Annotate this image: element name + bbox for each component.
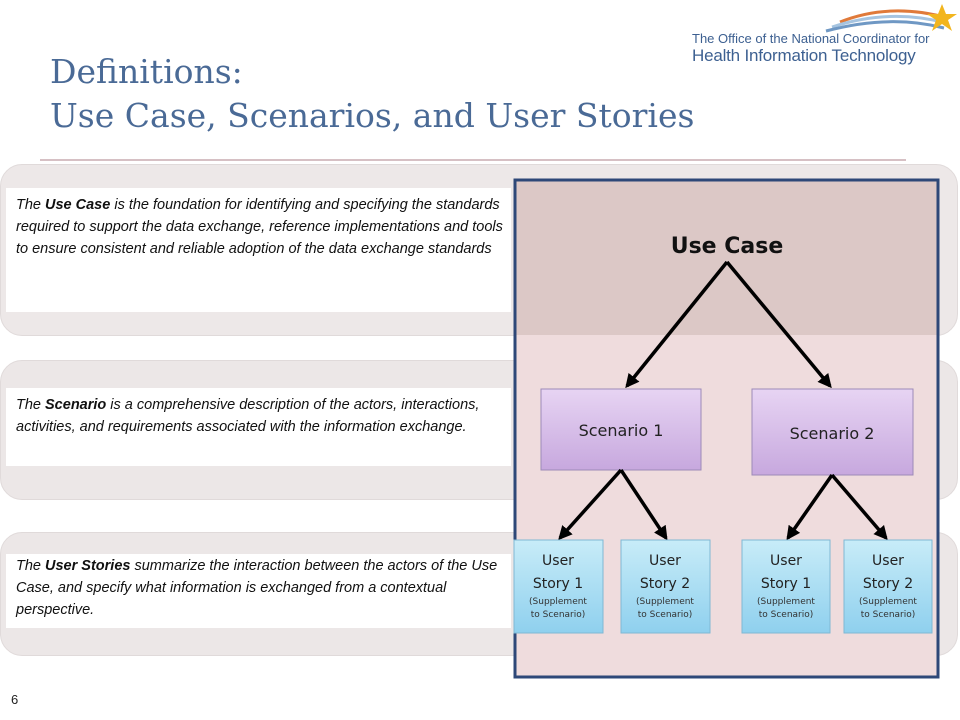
story-supplement: (Supplement: [859, 597, 917, 607]
story-box-s1-2: User Story 2 (Supplement to Scenario): [620, 539, 711, 634]
scenario1-label: Scenario 1: [579, 421, 664, 440]
slide-title-line2: Use Case, Scenarios, and User Stories: [50, 96, 695, 135]
scenario-definition: The Scenario is a comprehensive descript…: [6, 388, 511, 466]
logo-line2: Health Information Technology: [692, 46, 916, 65]
onc-logo-arcs: [825, 4, 957, 33]
slide-title: Definitions: Use Case, Scenarios, and Us…: [50, 50, 694, 138]
story-line2: Story 1: [761, 576, 811, 592]
logo-line1: The Office of the National Coordinator f…: [692, 31, 930, 46]
story-line2: Story 2: [640, 576, 690, 592]
use-case-definition: The Use Case is the foundation for ident…: [6, 188, 511, 312]
story-supplement: (Supplement: [757, 597, 815, 607]
definition-prefix: The: [16, 397, 46, 413]
user-stories-definition: The User Stories summarize the interacti…: [6, 554, 511, 628]
use-case-label: Use Case: [671, 234, 784, 259]
story-line2: Story 2: [863, 576, 913, 592]
story-line1: User: [872, 553, 904, 569]
story-supplement: (Supplement: [636, 597, 694, 607]
story-line2: Story 1: [533, 576, 583, 592]
slide-title-line1: Definitions:: [50, 52, 243, 91]
diagram-panel-upper: [515, 180, 938, 335]
arrow-scenario2-story1: [786, 473, 834, 541]
title-divider: [40, 159, 906, 161]
scenario1-box: [540, 388, 702, 471]
definition-text: summarize the interaction between the ac…: [16, 558, 498, 618]
definition-text: is the foundation for identifying and sp…: [16, 197, 503, 257]
definition-term: Scenario: [45, 397, 107, 413]
story-line1: User: [542, 553, 574, 569]
story-supplement: (Supplement: [529, 597, 587, 607]
definition-text: is a comprehensive description of the ac…: [16, 397, 480, 435]
story-supplement: to Scenario): [638, 610, 693, 620]
arrow-scenario1-story1: [558, 468, 623, 541]
star-icon: [927, 4, 957, 31]
diagram-border: [513, 178, 940, 679]
story-box-s2-1: User Story 1 (Supplement to Scenario): [741, 539, 831, 634]
arrow-scenario2-story2: [830, 473, 888, 541]
definition-prefix: The: [16, 558, 46, 574]
definition-term: Use Case: [45, 197, 111, 213]
arrow-usecase-scenario1: [625, 260, 729, 389]
scenario2-label: Scenario 2: [790, 424, 875, 443]
story-line1: User: [770, 553, 802, 569]
definition-prefix: The: [16, 197, 46, 213]
story-line1: User: [649, 553, 681, 569]
story-box-s2-2: User Story 2 (Supplement to Scenario): [843, 539, 933, 634]
definition-term: User Stories: [45, 558, 131, 574]
arrow-scenario1-story2: [619, 469, 668, 541]
story-box-s1-1: User Story 1 (Supplement to Scenario): [513, 539, 604, 634]
story-supplement: to Scenario): [861, 610, 916, 620]
story-supplement: to Scenario): [531, 610, 586, 620]
slide-number: 6: [11, 692, 19, 707]
arrow-usecase-scenario2: [725, 260, 832, 389]
story-supplement: to Scenario): [759, 610, 814, 620]
